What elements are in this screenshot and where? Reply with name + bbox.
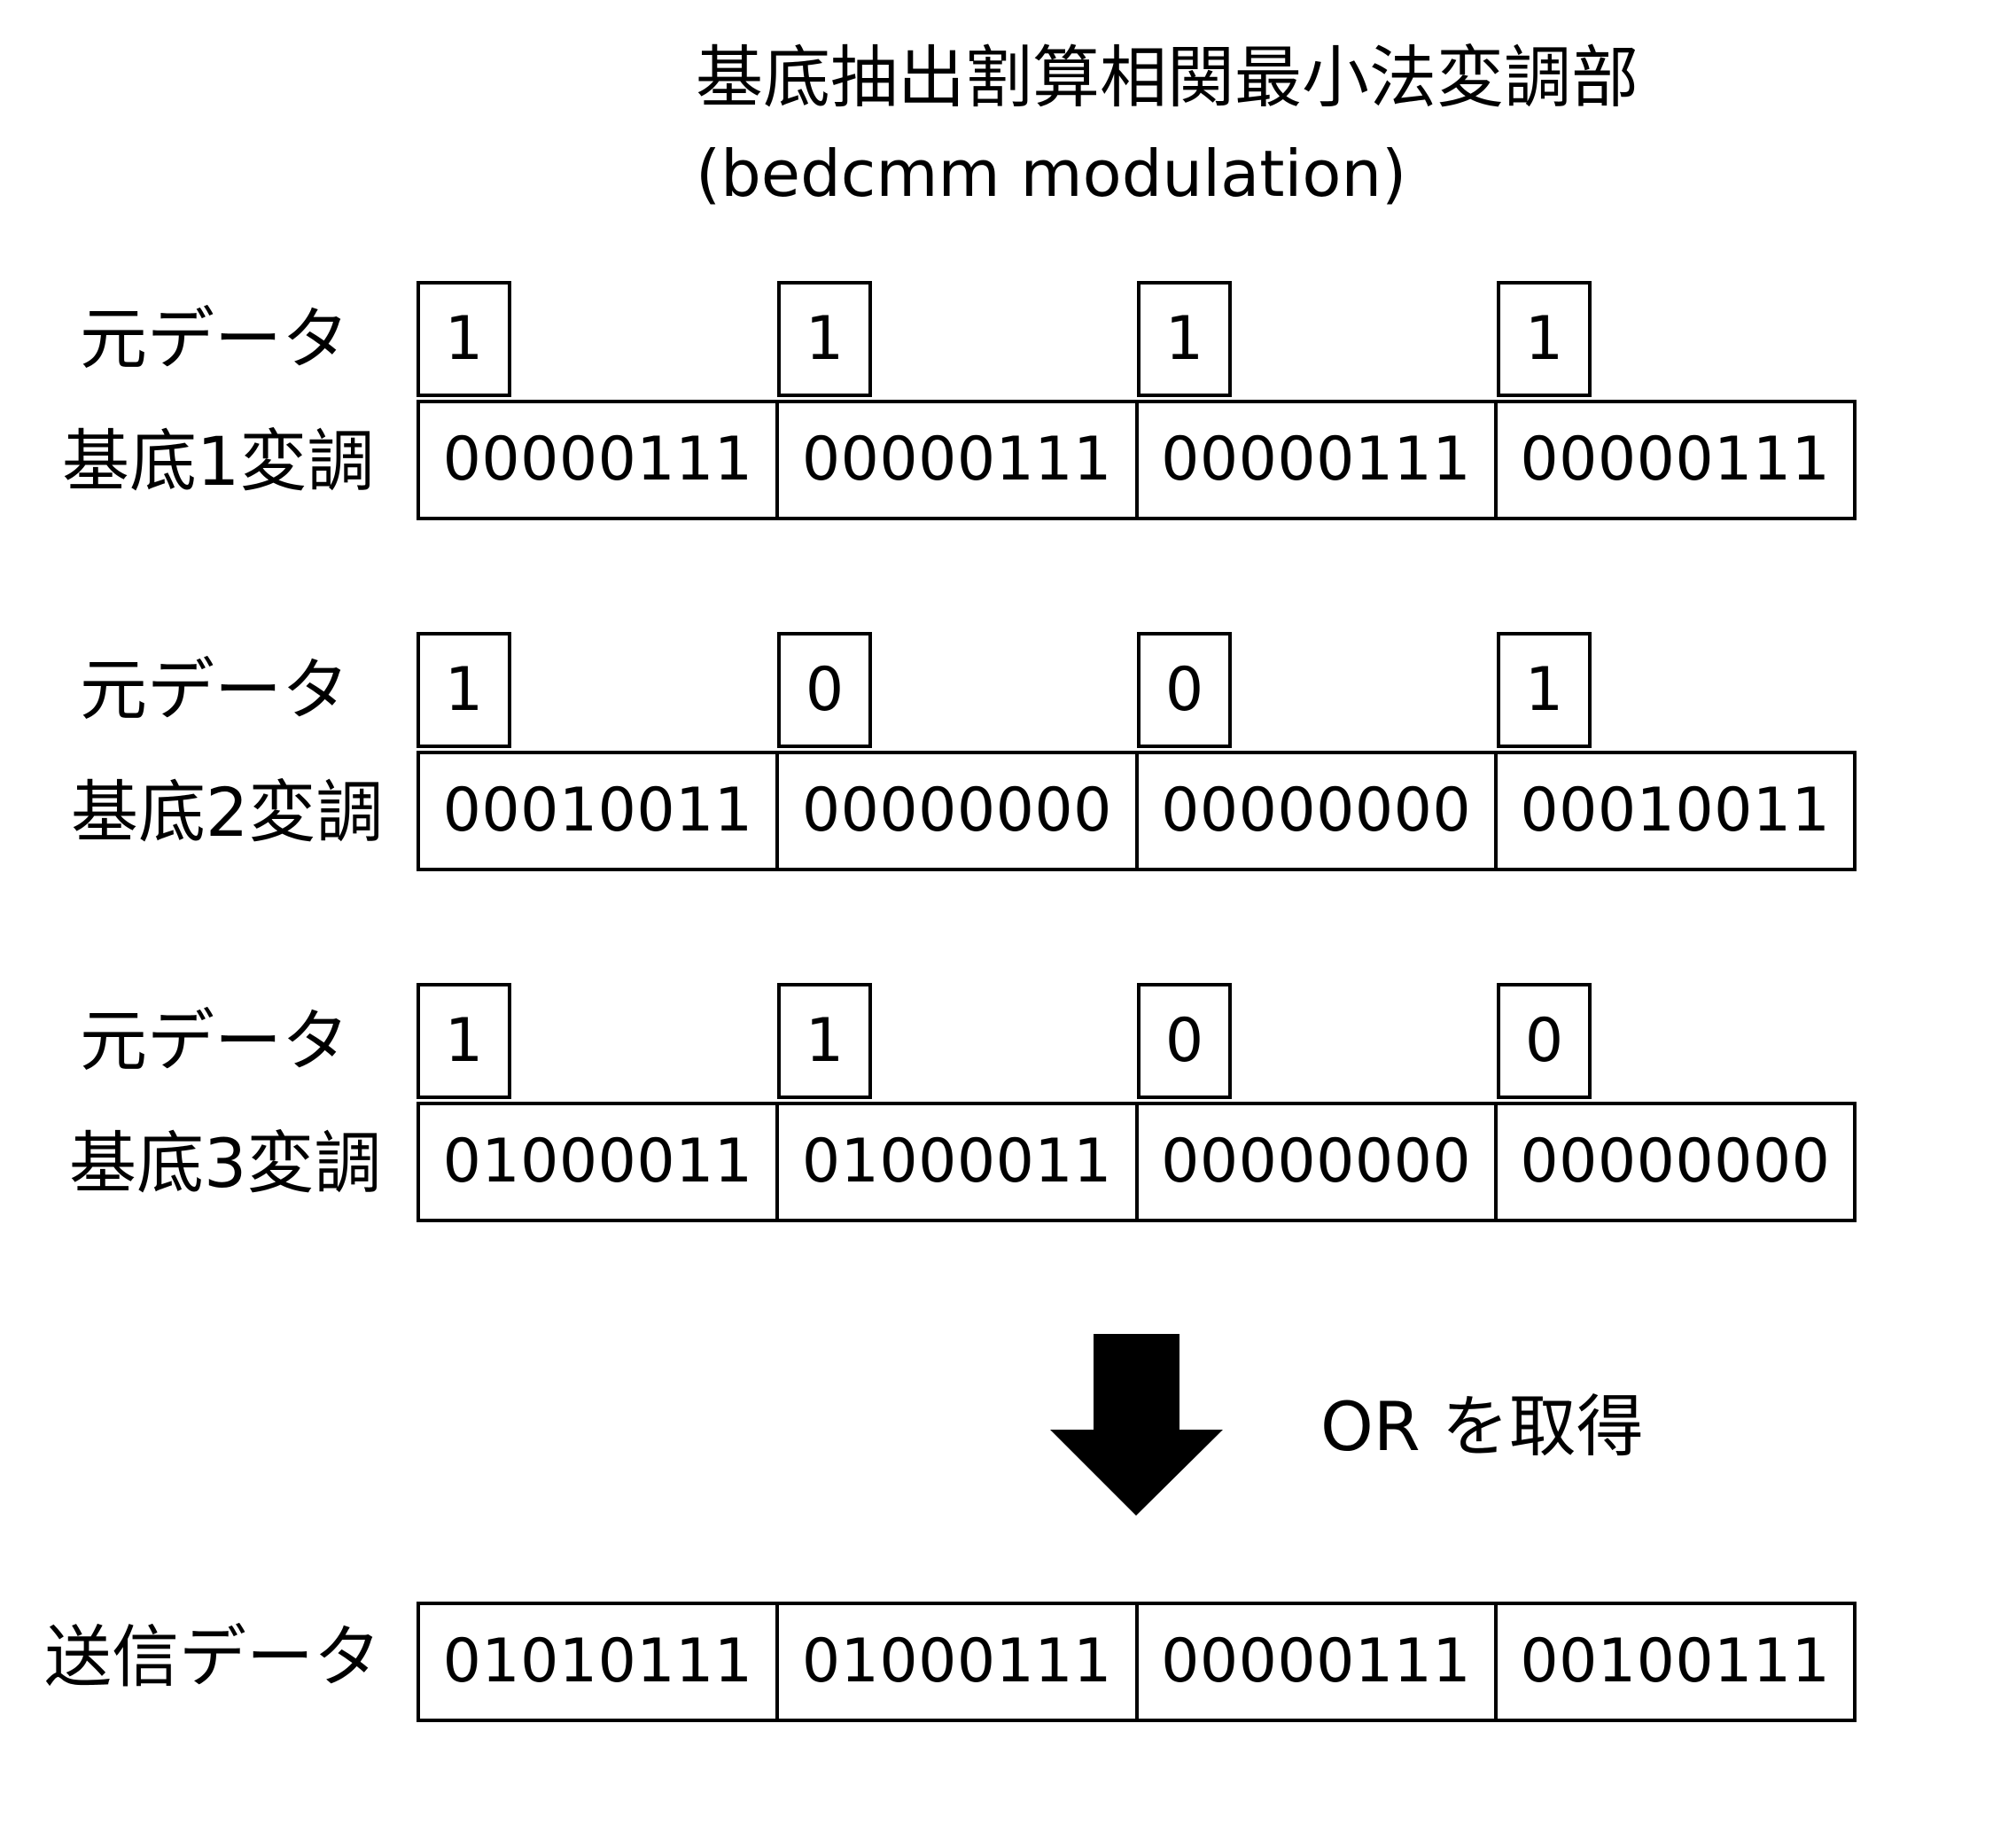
original-data-label: 元データ	[80, 651, 349, 729]
modulated-cell: 00000000	[1139, 754, 1498, 868]
basis-modulation-label: 基底3変調	[69, 1124, 382, 1203]
original-bit-box: 1	[417, 281, 511, 397]
modulated-cell: 00000000	[1520, 1127, 1831, 1197]
modulated-cell: 00000111	[779, 403, 1139, 517]
diagram-subtitle: (bedcmm modulation)	[696, 136, 1407, 211]
down-arrow-icon	[1050, 1334, 1223, 1516]
original-bit-box: 1	[417, 632, 511, 748]
original-bit-box: 1	[1497, 281, 1592, 397]
modulated-cell: 00000000	[1139, 1105, 1498, 1219]
modulated-cell: 00000111	[1139, 403, 1498, 517]
transmit-cell: 01000111	[779, 1605, 1139, 1719]
original-data-label: 元データ	[80, 1002, 349, 1080]
transmit-cell: 00000111	[1139, 1605, 1498, 1719]
transmit-data-label: 送信データ	[44, 1618, 381, 1696]
transmit-cell: 01010111	[420, 1605, 780, 1719]
modulated-cell: 00000111	[1520, 425, 1831, 495]
original-bit-box: 1	[1497, 632, 1592, 748]
modulated-cell: 00010011	[420, 754, 780, 868]
diagram-title: 基底抽出割算相関最小法変調部	[696, 38, 1639, 117]
modulated-cell: 01000011	[779, 1105, 1139, 1219]
modulated-row: 00010011 00000000 00000000 00010011	[417, 751, 1857, 871]
original-bit-box: 1	[1137, 281, 1232, 397]
original-bit-box: 0	[777, 632, 872, 748]
modulated-cell: 00000000	[779, 754, 1139, 868]
modulated-cell: 01000011	[420, 1105, 780, 1219]
original-bit-box: 0	[1137, 632, 1232, 748]
basis-modulation-label: 基底1変調	[62, 422, 375, 501]
original-data-label: 元データ	[80, 300, 349, 378]
modulated-row: 01000011 01000011 00000000 00000000	[417, 1102, 1857, 1222]
modulated-cell: 00000111	[420, 403, 780, 517]
original-bit-box: 1	[417, 983, 511, 1099]
original-bit-box: 1	[777, 983, 872, 1099]
modulated-cell: 00010011	[1520, 776, 1831, 846]
original-bit-box: 1	[777, 281, 872, 397]
modulated-row: 00000111 00000111 00000111 00000111	[417, 400, 1857, 520]
basis-modulation-label: 基底2変調	[71, 773, 384, 852]
transmit-cell: 00100111	[1520, 1626, 1831, 1696]
original-bit-box: 0	[1137, 983, 1232, 1099]
or-operation-label: OR を取得	[1320, 1387, 1644, 1466]
original-bit-box: 0	[1497, 983, 1592, 1099]
transmit-row: 01010111 01000111 00000111 00100111	[417, 1602, 1857, 1722]
